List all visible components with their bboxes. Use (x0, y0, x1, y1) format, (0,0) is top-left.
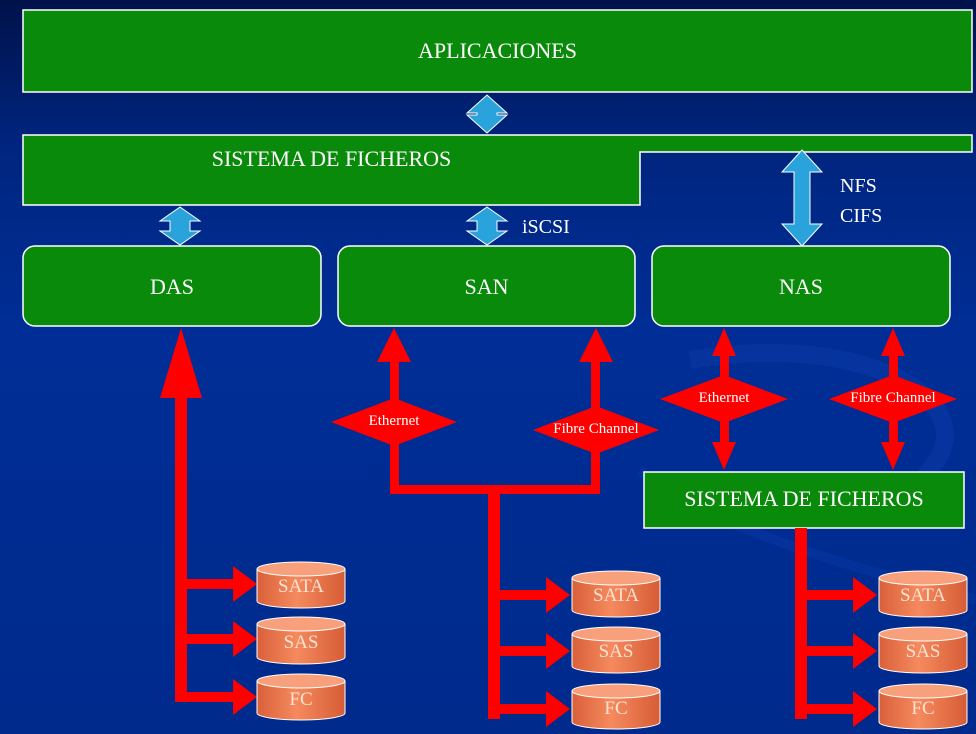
san-eth-up-arrowhead (377, 328, 411, 362)
nfs-label: NFS (840, 175, 877, 197)
fs-san-blue-arrow (465, 206, 509, 246)
das-up-arrowhead (160, 328, 202, 398)
nas-branch-sata (795, 590, 857, 600)
nas-box (651, 245, 951, 327)
nas-arrowhead-sata (853, 577, 877, 613)
nas-arrowhead-fc (853, 691, 877, 727)
nas-fc-up-arrowhead (881, 328, 905, 356)
das-branch-sas (175, 634, 235, 644)
nas-eth-diamond[interactable] (660, 375, 788, 423)
das-disk-sata-label: SATA (278, 576, 324, 597)
app-nas-blue-arrow (780, 149, 824, 247)
nas-label: NAS (778, 274, 823, 299)
san-label: SAN (464, 274, 509, 299)
nas-trunk-line (795, 528, 807, 719)
cifs-label: CIFS (840, 205, 883, 227)
nas-disk-sas (878, 626, 968, 674)
san-branch-sata (488, 590, 550, 600)
nas-disk-sata-label: SATA (900, 585, 946, 606)
san-arrowhead-fc (546, 691, 570, 727)
nas-arrowhead-sas (853, 633, 877, 669)
sistema-ficheros-nas-label: SISTEMA DE FICHEROS (684, 486, 924, 511)
san-box (337, 245, 636, 327)
san-disk-sas-label: SAS (598, 641, 634, 662)
sistema-ficheros-top-label: SISTEMA DE FICHEROS (211, 146, 452, 171)
fs-das-blue-arrow (158, 206, 202, 246)
nas-disk-sas-label: SAS (905, 641, 941, 662)
san-disk-sata-label: SATA (593, 585, 639, 606)
das-arrowhead-sata (233, 566, 257, 602)
san-branch-fc (488, 704, 550, 714)
san-disk-fc-label: FC (604, 698, 628, 719)
iscsi-label: iSCSI (522, 216, 570, 238)
nas-branch-sas (795, 646, 857, 656)
das-label: DAS (149, 274, 194, 299)
nas-fc-down-arrowhead (881, 442, 905, 470)
san-disk-sata (571, 570, 661, 618)
san-eth-diamond[interactable] (331, 398, 457, 446)
das-branch-sata (175, 579, 235, 589)
app-fs-blue-arrow (465, 94, 509, 134)
san-ethernet-label: Ethernet (368, 413, 420, 429)
aplicaciones-box (22, 9, 973, 93)
sistema-ficheros-top-box (22, 134, 973, 206)
nas-eth-down-arrowhead (712, 442, 736, 470)
das-disk-sata (256, 561, 346, 609)
das-box (22, 245, 322, 327)
san-fc-line-bottom (591, 452, 600, 494)
das-branch-fc (175, 692, 235, 702)
san-arrowhead-sas (546, 633, 570, 669)
san-fibre-channel-label: Fibre Channel (553, 421, 639, 437)
nas-disk-fc-label: FC (911, 698, 935, 719)
nas-eth-up-arrowhead (712, 328, 736, 356)
nas-disk-sata (878, 570, 968, 618)
nas-branch-fc (795, 704, 857, 714)
san-eth-line-top (390, 360, 399, 400)
san-disk-sas (571, 626, 661, 674)
das-disk-fc (256, 673, 346, 721)
san-trunk-line (488, 485, 500, 719)
das-arrowhead-sas (233, 621, 257, 657)
san-eth-line-bottom (390, 444, 399, 494)
san-fc-line-top (591, 360, 600, 408)
das-arrowhead-fc (233, 679, 257, 715)
san-disk-fc (571, 683, 661, 730)
aplicaciones-label: APLICACIONES (418, 38, 577, 63)
san-branch-sas (488, 646, 550, 656)
das-trunk-line (175, 398, 187, 702)
nas-fibre-channel-label: Fibre Channel (850, 390, 936, 406)
san-fc-up-arrowhead (579, 328, 613, 362)
das-disk-fc-label: FC (289, 689, 313, 710)
das-disk-sas (256, 616, 346, 665)
san-fc-diamond[interactable] (533, 406, 659, 454)
das-disk-sas-label: SAS (283, 632, 319, 653)
nas-fc-diamond[interactable] (829, 375, 957, 423)
san-arrowhead-sata (546, 577, 570, 613)
nas-disk-fc (878, 683, 968, 730)
nas-ethernet-label: Ethernet (698, 390, 750, 406)
